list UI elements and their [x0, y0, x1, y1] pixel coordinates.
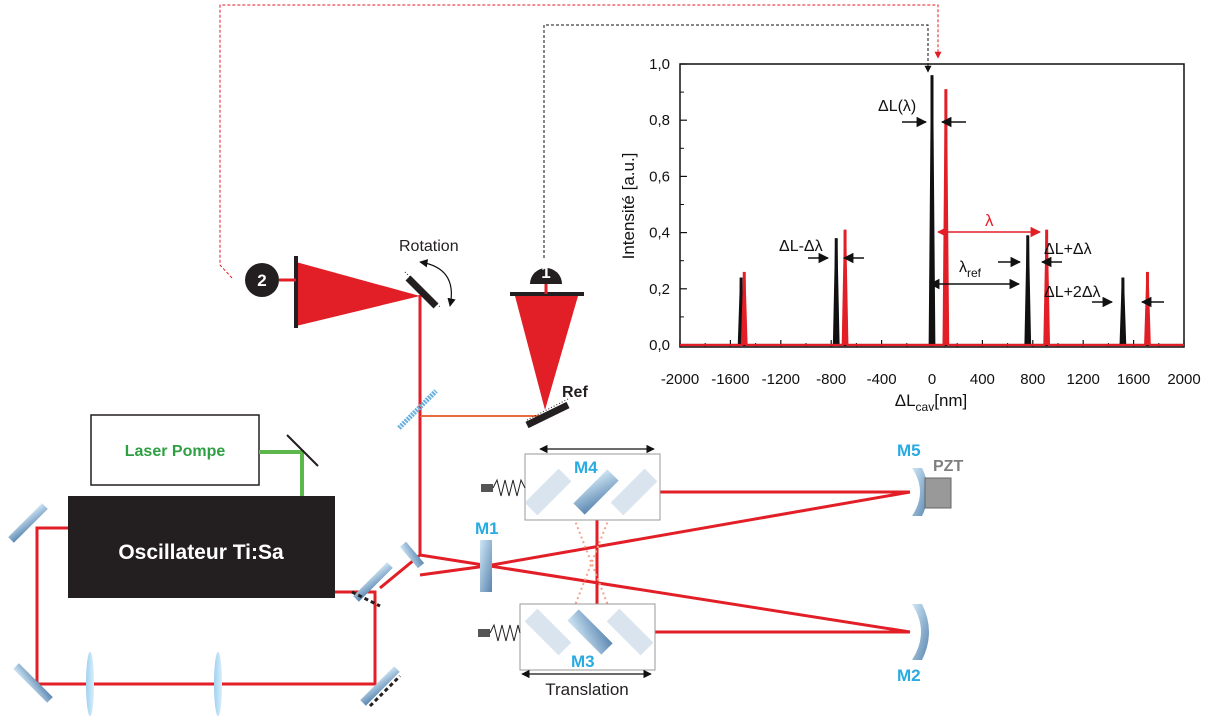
y-tick-label: 0,2: [649, 281, 670, 298]
m3-label: M3: [571, 652, 595, 671]
annotation-dl-plus2: ΔL+2Δλ: [1044, 284, 1101, 301]
annotation-lambda-ref: λref: [959, 259, 982, 280]
y-tick-label: 1,0: [649, 56, 670, 73]
spring-block-top: [481, 484, 493, 492]
steering-mirror-bottom-left: [13, 663, 53, 703]
x-tick-label: 0: [928, 371, 936, 388]
pump-mirror: [286, 434, 319, 467]
m4-label: M4: [574, 458, 598, 477]
mirror-m2: [912, 604, 929, 660]
pump-beam: [259, 450, 304, 496]
translation-label: Translation: [545, 680, 628, 699]
annotation-dl-plus: ΔL+Δλ: [1044, 241, 1092, 258]
spring-top: [492, 478, 526, 497]
detector-2: [245, 263, 279, 297]
beam-splitter: [397, 389, 438, 430]
m2-label: M2: [897, 666, 921, 685]
detector-1: [530, 268, 562, 284]
mirror-m4: [573, 469, 619, 515]
spring-block-bottom: [478, 629, 490, 637]
rotation-arrow: [419, 259, 456, 307]
detector-2-signal-line: [219, 4, 942, 279]
y-tick-label: 0,0: [649, 337, 670, 354]
pump-laser-box: [90, 414, 260, 486]
steering-mirror-bottom-right: [360, 666, 402, 708]
x-axis-label-sub: cav: [916, 400, 935, 414]
x-tick-label: 800: [1020, 371, 1045, 388]
y-axis-label: Intensité [a.u.]: [619, 153, 638, 260]
oscillator-label: Oscillateur Ti:Sa: [118, 541, 284, 564]
mirror-m4-ghost-left: [524, 468, 572, 516]
ref-grating: [525, 398, 570, 429]
pzt-block: [924, 477, 952, 509]
x-axis-label-unit: [nm]: [934, 391, 967, 410]
y-tick-label: 0,8: [649, 112, 670, 129]
m1-label: M1: [475, 519, 499, 538]
mirror-m3-ghost-left: [524, 608, 572, 656]
rotation-grating: [404, 271, 441, 309]
annotation-lambda-ref-sub: ref: [967, 266, 982, 280]
m5-label: M5: [897, 441, 921, 460]
x-axis-label: ΔLcav[nm]: [895, 391, 968, 414]
lens-2: [214, 652, 222, 716]
spectrum-chart: -2000 -1600 -1200 -800 -400 0 400 800 1200 1600 20…: [619, 56, 1201, 414]
beam-cone-2: [296, 262, 420, 326]
pzt-label: PZT: [933, 458, 963, 475]
mirror-m1: [480, 540, 492, 592]
y-tick-label: 0,6: [649, 168, 670, 185]
x-tick-label: -1600: [711, 371, 749, 388]
annotation-lambda-ref-main: λ: [959, 259, 967, 276]
x-tick-label: -800: [816, 371, 846, 388]
steering-mirror-small: [399, 541, 425, 569]
x-tick-label: 400: [970, 371, 995, 388]
detector-1-label: 1: [541, 263, 550, 282]
x-tick-label: 1200: [1067, 371, 1100, 388]
annotation-dl: ΔL(λ): [878, 98, 916, 115]
x-tick-label: -2000: [661, 371, 699, 388]
x-tick-label: 1600: [1117, 371, 1150, 388]
laser-beam-path: [35, 295, 911, 686]
oscillator-box: [68, 496, 335, 598]
steering-mirror-mid: [351, 562, 393, 608]
detector-1-signal-line: [543, 24, 932, 258]
spring-bottom: [489, 623, 521, 642]
mirror-m3: [567, 609, 613, 655]
x-axis-label-main: ΔL: [895, 391, 916, 410]
steering-mirror-top-left: [8, 503, 48, 543]
detector-2-label: 2: [257, 271, 266, 290]
x-tick-label: -1200: [762, 371, 800, 388]
lens-1: [86, 652, 94, 716]
ref-label: Ref: [562, 384, 588, 401]
y-tick-label: 0,4: [649, 225, 670, 242]
mirror-m4-ghost-right: [610, 468, 658, 516]
annotation-lambda: λ: [985, 211, 994, 230]
mirror-m5: [912, 468, 928, 516]
mirror-m3-ghost-right: [606, 608, 654, 656]
annotation-dl-minus: ΔL-Δλ: [779, 238, 823, 255]
x-tick-label: 2000: [1167, 371, 1200, 388]
pump-laser-label: Laser Pompe: [125, 443, 226, 460]
x-tick-label: -400: [867, 371, 897, 388]
rotation-label: Rotation: [399, 238, 459, 255]
beam-cone-1: [515, 296, 578, 410]
